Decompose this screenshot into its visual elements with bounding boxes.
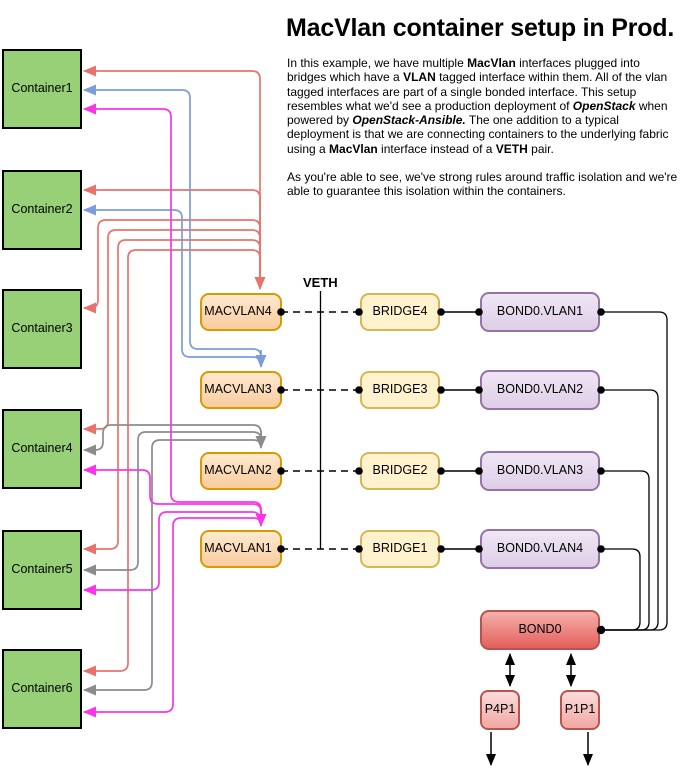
node-bond0-vlan1: BOND0.VLAN1: [480, 292, 600, 332]
page-title: MacVlan container setup in Prod.: [286, 14, 675, 42]
node-container4: Container4: [2, 409, 82, 489]
node-bond0-vlan4: BOND0.VLAN4: [480, 529, 600, 569]
node-label: BOND0.VLAN2: [496, 382, 584, 397]
node-label: MACVLAN4: [204, 304, 272, 319]
node-label: BOND0: [518, 622, 562, 637]
node-container5: Container5: [2, 530, 82, 610]
node-bridge4: BRIDGE4: [360, 293, 440, 331]
node-label: Container4: [11, 441, 73, 456]
node-label: BRIDGE1: [372, 541, 428, 556]
description-block: In this example, we have multiple MacVla…: [287, 56, 679, 213]
node-label: Container3: [11, 321, 73, 336]
macvlan1-container-links: [83, 103, 267, 718]
node-bridge2: BRIDGE2: [360, 452, 440, 490]
node-bond0: BOND0: [480, 610, 600, 650]
node-macvlan2: MACVLAN2: [200, 452, 282, 490]
node-p1p1: P1P1: [560, 690, 600, 730]
node-label: MACVLAN1: [204, 541, 272, 556]
description-paragraph-2: As you're able to see, we've strong rule…: [287, 170, 678, 199]
node-label: P4P1: [484, 702, 516, 717]
node-bridge3: BRIDGE3: [360, 371, 440, 409]
node-container2: Container2: [2, 170, 82, 250]
node-label: MACVLAN3: [204, 382, 272, 397]
node-label: Container5: [11, 562, 73, 577]
macvlan-bridge-links: [281, 311, 359, 550]
node-label: BRIDGE3: [372, 382, 428, 397]
node-label: BOND0.VLAN3: [496, 463, 584, 478]
node-bridge1: BRIDGE1: [360, 530, 440, 568]
node-label: BOND0.VLAN4: [496, 541, 584, 556]
node-macvlan4: MACVLAN4: [200, 293, 282, 331]
description-paragraph-1: In this example, we have multiple MacVla…: [287, 56, 669, 156]
node-label: Container2: [11, 202, 73, 217]
veth-label: VETH: [303, 275, 338, 290]
node-container1: Container1: [2, 49, 82, 129]
node-macvlan1: MACVLAN1: [200, 530, 282, 568]
bridge-vlan-links: [441, 311, 479, 550]
node-container3: Container3: [2, 289, 82, 369]
node-bond0-vlan2: BOND0.VLAN2: [480, 370, 600, 410]
node-label: BRIDGE2: [372, 463, 428, 478]
node-label: BRIDGE4: [372, 304, 428, 319]
node-label: P1P1: [564, 702, 596, 717]
vlan-bond-links: [601, 311, 668, 631]
node-label: Container6: [11, 681, 73, 696]
node-label: BOND0.VLAN1: [496, 304, 584, 319]
node-container6: Container6: [2, 649, 82, 729]
node-label: MACVLAN2: [204, 463, 272, 478]
node-label: Container1: [11, 81, 73, 96]
node-bond0-vlan3: BOND0.VLAN3: [480, 451, 600, 491]
node-macvlan3: MACVLAN3: [200, 371, 282, 409]
node-p4p1: P4P1: [480, 690, 520, 730]
